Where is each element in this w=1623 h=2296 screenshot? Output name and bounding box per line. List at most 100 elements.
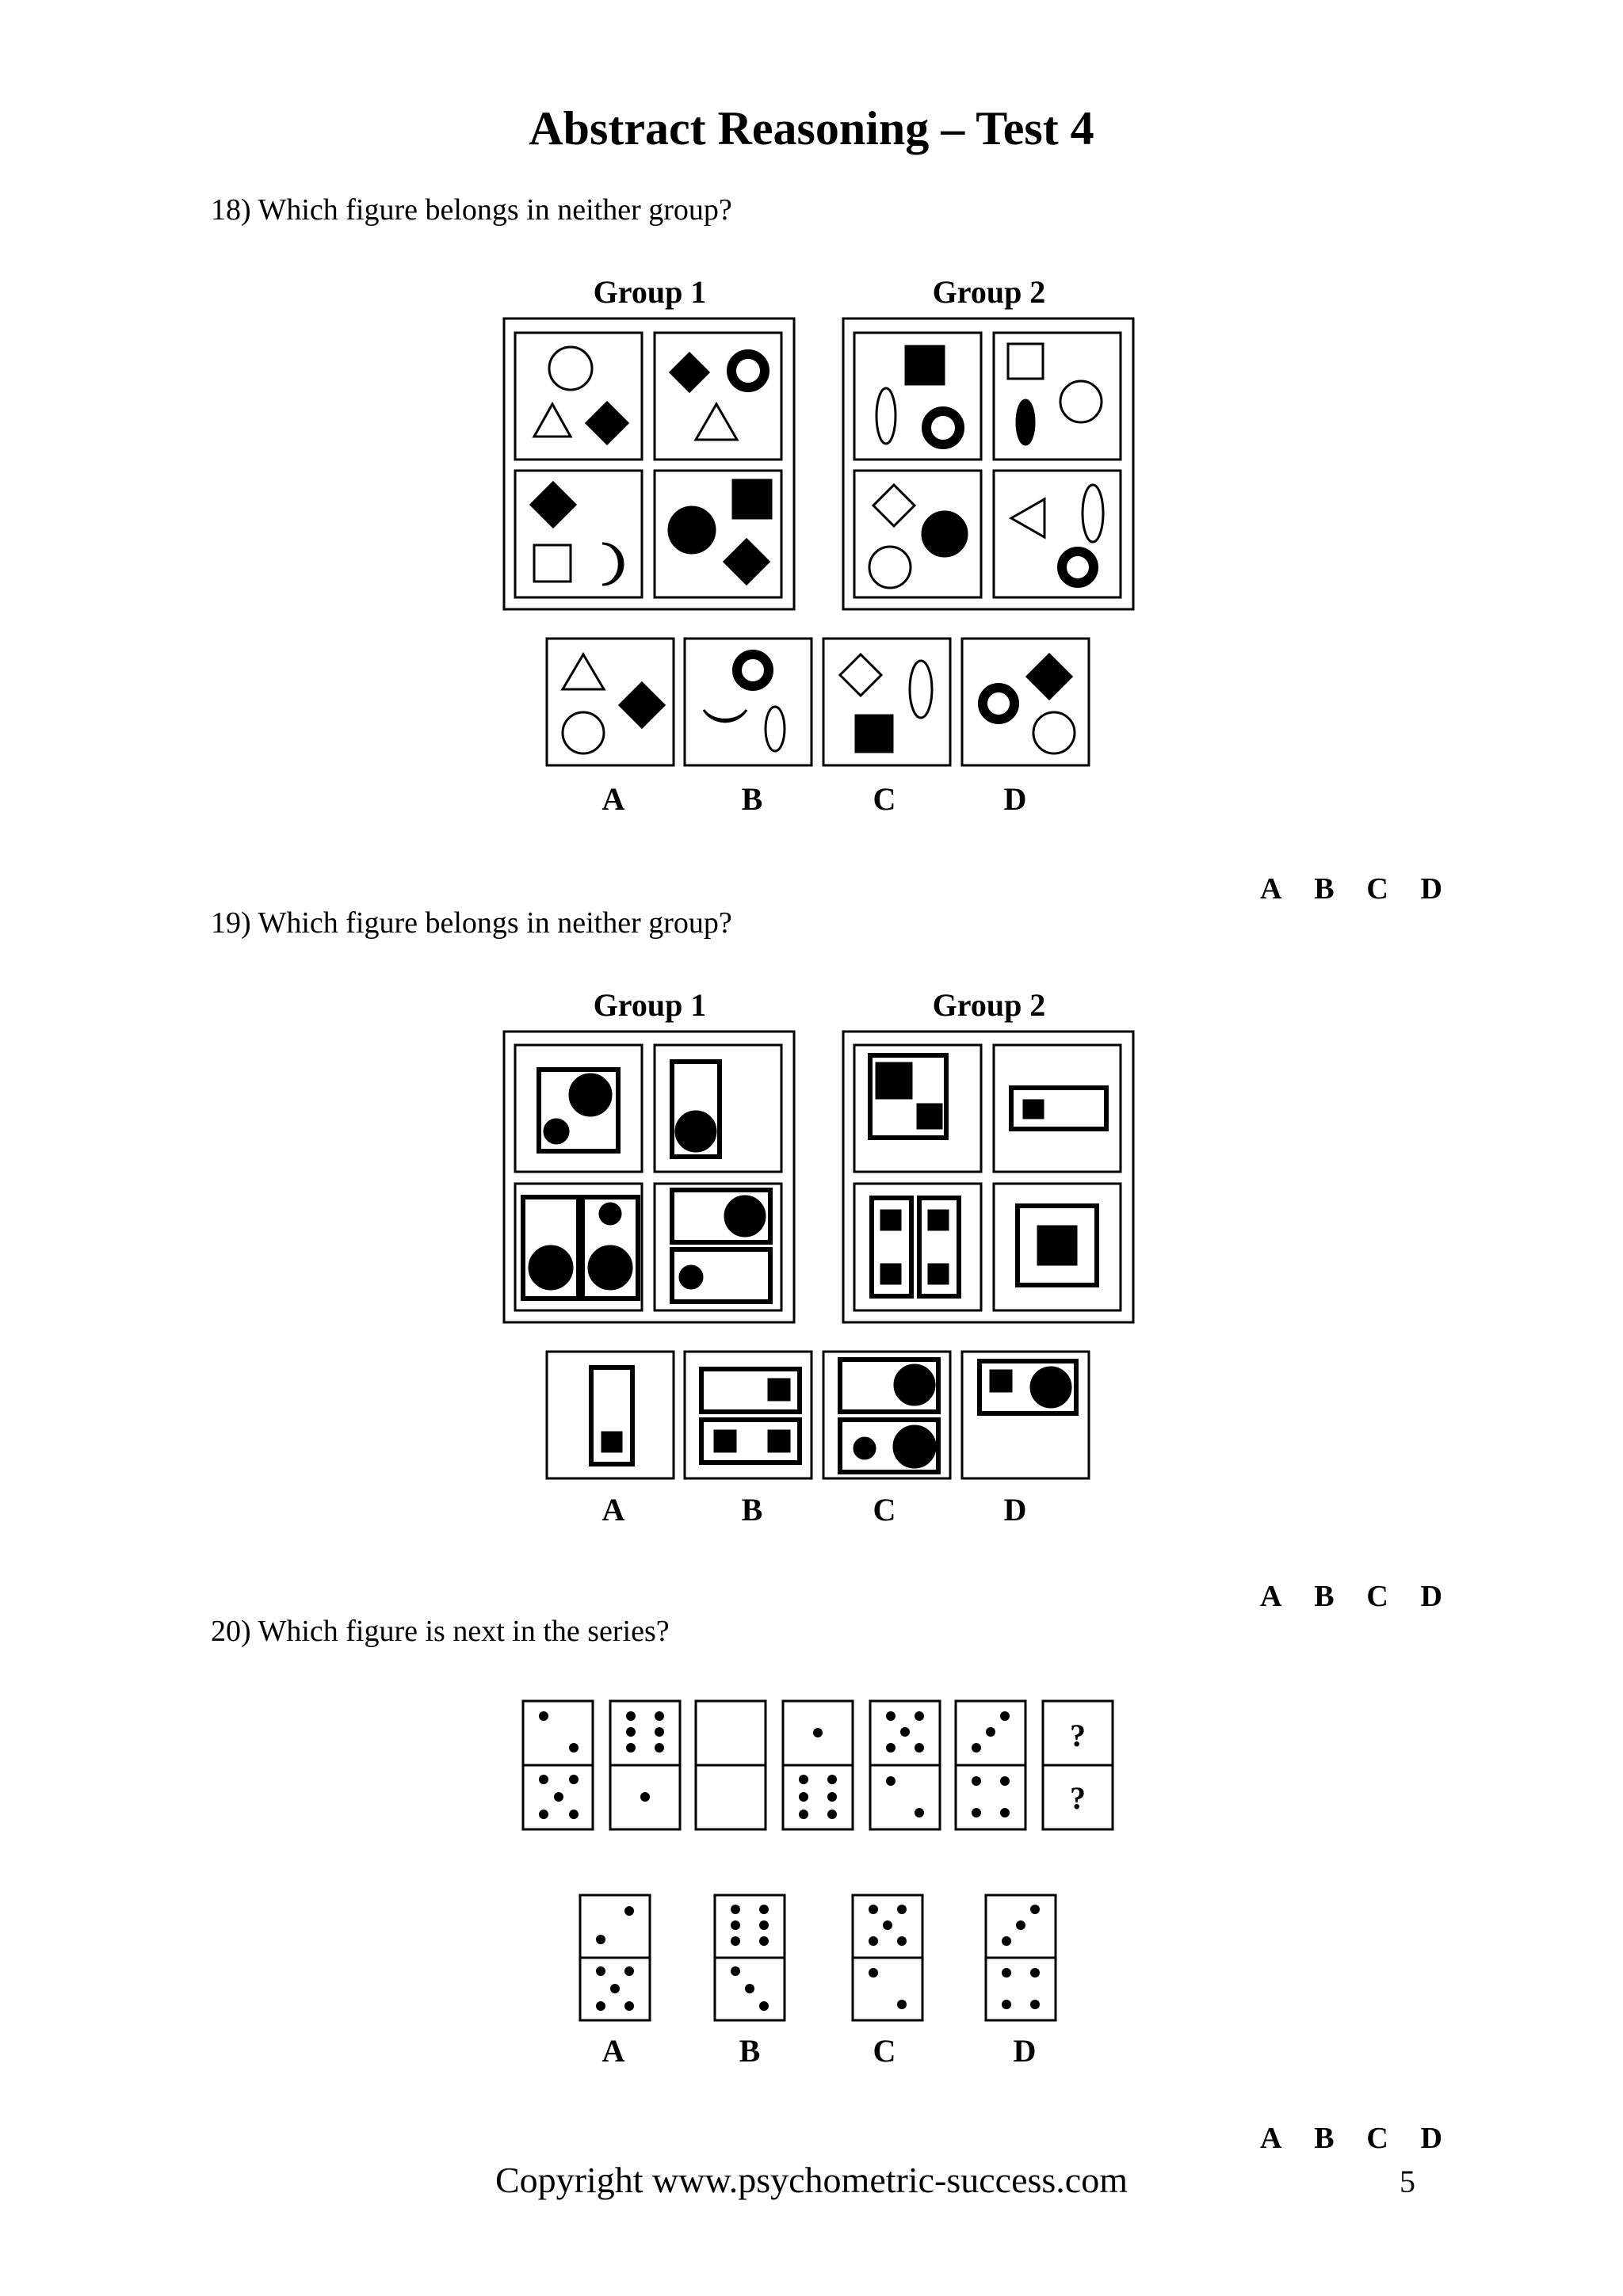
q20-series-dots: [539, 1711, 1010, 1819]
diamond-solid-shape: [617, 681, 666, 730]
q18-options: [545, 637, 1090, 767]
q20-option-c-label: C: [873, 2033, 896, 2069]
q18-option-a-label: A: [601, 781, 625, 817]
q19-option-b-box: [683, 1350, 813, 1480]
ring-shape: [727, 349, 769, 392]
circle-solid-shape: [528, 1245, 574, 1291]
ring-shape: [978, 683, 1019, 724]
q18-answer-choices: A B C D: [1260, 871, 1442, 906]
diamond-solid-shape: [1025, 652, 1074, 701]
q18-answer-c[interactable]: C: [1366, 872, 1388, 906]
q18-option-c-box: [822, 637, 952, 767]
q19-answer-a[interactable]: A: [1260, 1580, 1282, 1613]
q20-options: [579, 1894, 1057, 2022]
circle-solid-shape: [921, 510, 968, 558]
crescent-shape: [702, 709, 748, 723]
question-20-text: 20) Which figure is next in the series?: [211, 1615, 670, 1648]
page-number: 5: [1400, 2164, 1415, 2199]
q19-group1-label: Group 1: [593, 987, 707, 1023]
q18-option-a-box: [545, 637, 675, 767]
triangle-outline-shape: [1008, 497, 1046, 540]
circle-outline-shape: [868, 545, 912, 589]
circle-solid-shape: [598, 1202, 622, 1226]
ellipse-solid-shape: [1015, 399, 1036, 446]
q19-group1: [502, 1030, 796, 1324]
q18-option-c-label: C: [873, 781, 896, 817]
q19-option-d-label: D: [1003, 1492, 1027, 1527]
q19-answer-b[interactable]: B: [1314, 1580, 1335, 1613]
circle-solid-shape: [568, 1073, 613, 1117]
q18-group1: [502, 317, 796, 611]
diamond-outline-shape: [838, 652, 884, 698]
q20-answer-c[interactable]: C: [1366, 2122, 1388, 2155]
crescent-shape: [601, 542, 624, 586]
q20-option-a-label: A: [601, 2033, 625, 2069]
q20-answer-d[interactable]: D: [1420, 2122, 1442, 2155]
circle-outline-shape: [1032, 711, 1076, 755]
square-solid-shape: [854, 714, 894, 753]
square-solid-shape: [1022, 1099, 1044, 1119]
square-solid-shape: [875, 1062, 913, 1100]
ring-shape: [732, 650, 773, 691]
triangle-outline-shape: [693, 402, 739, 441]
q19-options: [545, 1350, 1090, 1480]
q19-option-d-box: [960, 1350, 1090, 1480]
diamond-solid-shape: [722, 537, 771, 586]
ellipse-outline-shape: [764, 705, 786, 753]
circle-outline-shape: [548, 345, 594, 391]
q18-answer-d[interactable]: D: [1420, 872, 1442, 906]
ellipse-outline-shape: [875, 387, 897, 445]
diamond-solid-shape: [529, 480, 578, 529]
diamond-outline-shape: [871, 482, 917, 528]
q19-option-b-label: B: [741, 1492, 763, 1527]
q19-answer-choices: A B C D: [1260, 1579, 1442, 1614]
circle-outline-shape: [561, 711, 605, 755]
q18-group2: [842, 317, 1135, 611]
q18-option-d-box: [960, 637, 1090, 767]
diamond-solid-shape: [668, 351, 711, 394]
q19-option-c-label: C: [873, 1492, 896, 1527]
q19-option-c-box: [822, 1350, 952, 1480]
q20-option-d-label: D: [1013, 2033, 1037, 2069]
circle-solid-shape: [667, 505, 716, 555]
q18-group1-label: Group 1: [593, 274, 707, 310]
q20-answer-choices: A B C D: [1260, 2121, 1442, 2156]
triangle-outline-shape: [560, 652, 606, 691]
ring-shape: [1057, 547, 1098, 588]
square-solid-shape: [731, 479, 773, 520]
q18-option-b-box: [683, 637, 813, 767]
q20-answer-a[interactable]: A: [1260, 2122, 1282, 2155]
q19-group2-label: Group 2: [932, 987, 1046, 1023]
page-title: Abstract Reasoning – Test 4: [529, 102, 1094, 154]
q19-answer-d[interactable]: D: [1420, 1580, 1442, 1613]
circle-solid-shape: [543, 1118, 570, 1145]
q20-unknown-bottom: ?: [1070, 1780, 1086, 1816]
q20-series: [521, 1699, 1114, 1831]
ring-shape: [922, 406, 964, 449]
triangle-outline-shape: [532, 401, 573, 438]
circle-solid-shape: [674, 1110, 717, 1153]
q18-option-b-label: B: [741, 781, 763, 817]
q18-answer-a[interactable]: A: [1260, 872, 1282, 906]
q18-option-d-label: D: [1003, 781, 1027, 817]
q20-answer-b[interactable]: B: [1314, 2122, 1335, 2155]
ellipse-outline-shape: [908, 659, 934, 719]
q19-option-a-label: A: [601, 1492, 625, 1527]
q19-group2: [842, 1030, 1135, 1324]
circle-solid-shape: [678, 1264, 704, 1290]
circle-outline-shape: [1059, 379, 1103, 424]
question-18-text: 18) Which figure belongs in neither grou…: [211, 193, 732, 227]
q19-answer-c[interactable]: C: [1366, 1580, 1388, 1613]
circle-solid-shape: [724, 1195, 766, 1238]
q20-option-b-label: B: [739, 2033, 761, 2069]
question-19-text: 19) Which figure belongs in neither grou…: [211, 906, 732, 940]
ellipse-outline-shape: [1081, 483, 1105, 543]
q18-answer-b[interactable]: B: [1314, 872, 1335, 906]
square-outline-shape: [1006, 342, 1044, 380]
q20-options-dots: [596, 1905, 1040, 2011]
square-solid-shape: [1037, 1225, 1078, 1266]
q20-unknown-top: ?: [1070, 1718, 1086, 1753]
q19-option-a-box: [545, 1350, 675, 1480]
square-solid-shape: [904, 345, 945, 386]
